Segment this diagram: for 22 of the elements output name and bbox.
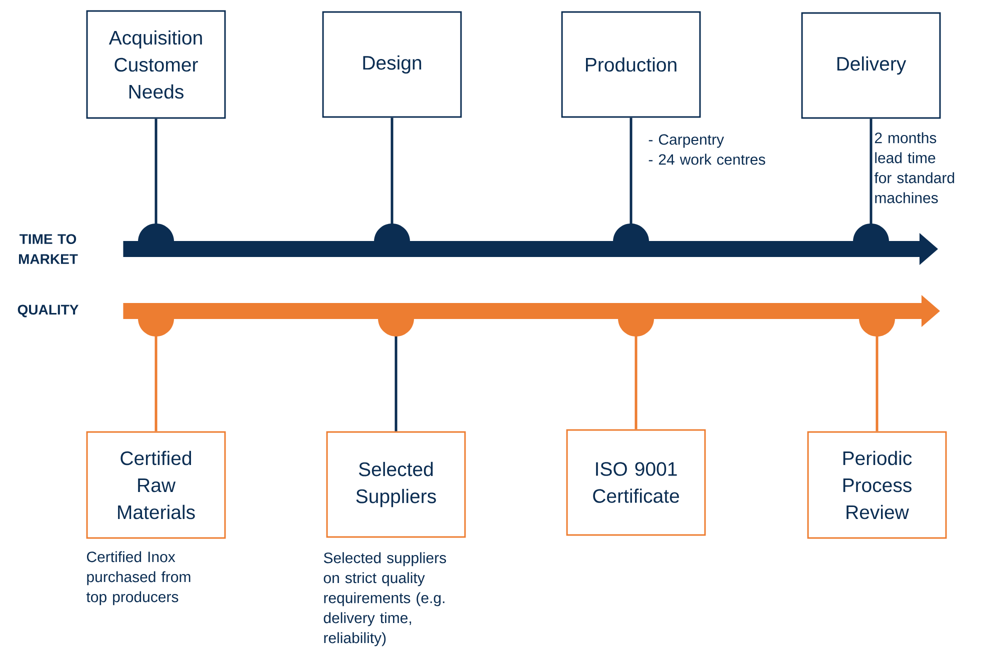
connector-line (378, 318, 414, 432)
stage-box: Production (561, 11, 701, 118)
connector-line (618, 318, 654, 430)
connector-line (853, 118, 889, 242)
stage-box: Delivery (801, 12, 941, 119)
connector-line (859, 318, 895, 432)
connector-line (374, 118, 410, 242)
stage-box: Selected Suppliers (326, 431, 466, 538)
note-text: - Carpentry - 24 work centres (648, 134, 766, 165)
connector-line (138, 118, 174, 242)
row-label: QUALITY (18, 304, 78, 318)
stage-box: Periodic Process Review (807, 431, 947, 539)
note-text: Certified Inox purchased from top producers (86, 551, 190, 606)
stage-box: ISO 9001 Certificate (566, 429, 706, 536)
note-text: 2 months lead time for standard machines (874, 132, 954, 204)
stage-box: Acquisition Customer Needs (86, 10, 226, 119)
note-text: Selected suppliers on strict quality requirements (e.g. delivery time, reliability) (324, 552, 446, 646)
stage-box: Certified Raw Materials (86, 431, 226, 539)
row-label: TIME TO MARKET (19, 234, 78, 264)
connector-line (613, 118, 649, 242)
connector-line (138, 318, 174, 432)
stage-box: Design (322, 11, 462, 118)
